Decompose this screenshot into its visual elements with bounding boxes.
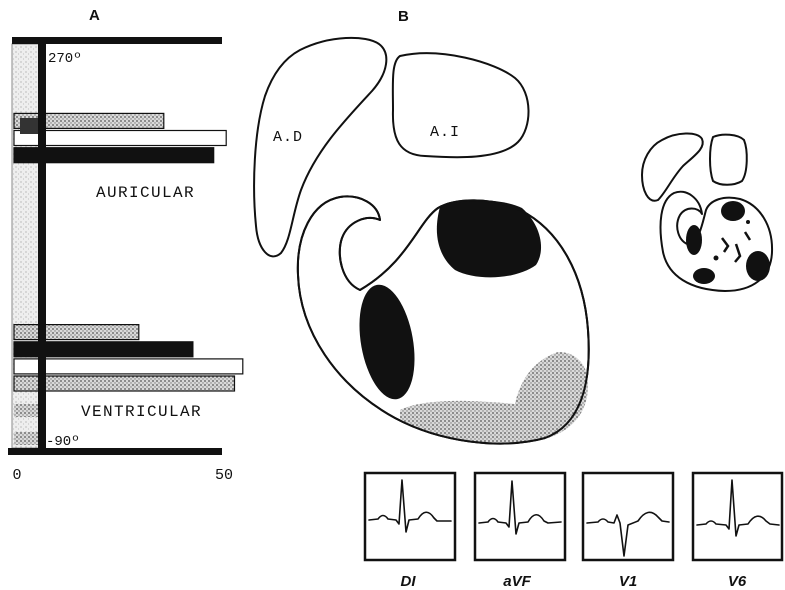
small-speckle bbox=[714, 256, 719, 261]
x-tick-label: 0 bbox=[12, 467, 21, 484]
bar-group2-3 bbox=[14, 359, 243, 374]
ecg-panel-2: aVF bbox=[475, 473, 565, 590]
bar-group2-4 bbox=[14, 376, 235, 391]
bar-group2-1 bbox=[14, 325, 139, 340]
column-mark bbox=[20, 118, 38, 134]
bar-series bbox=[14, 113, 243, 391]
small-heart-diagram bbox=[642, 133, 772, 291]
ecg-box bbox=[475, 473, 565, 560]
chamber-label-ad: A.D bbox=[273, 129, 303, 146]
ecg-lead-label: V6 bbox=[728, 573, 747, 590]
ecg-box bbox=[365, 473, 455, 560]
ecg-panel-4: V6 bbox=[693, 473, 782, 590]
group-label-auricular: AURICULAR bbox=[96, 184, 195, 202]
panel-a: A 270º -90º AURICULAR VENTRICULAR 0 50 bbox=[8, 7, 243, 484]
ecg-panel-1: DI bbox=[365, 473, 455, 590]
column-mark bbox=[14, 432, 38, 445]
ecg-lead-label: aVF bbox=[503, 573, 531, 590]
vertical-axis-line bbox=[38, 37, 46, 455]
y-axis-top-label: 270º bbox=[48, 51, 82, 67]
small-speckle bbox=[746, 220, 750, 224]
small-shaded-area bbox=[693, 268, 715, 284]
small-shaded-area bbox=[746, 251, 770, 281]
chamber-outline-ai bbox=[393, 53, 529, 157]
y-axis-bottom-label: -90º bbox=[46, 434, 80, 450]
ecg-box bbox=[583, 473, 673, 560]
ecg-box bbox=[693, 473, 782, 560]
panel-b-label: B bbox=[398, 8, 409, 25]
chamber-label-ai: A.I bbox=[430, 124, 460, 141]
bottom-axis-line bbox=[8, 448, 222, 455]
group-label-ventricular: VENTRICULAR bbox=[81, 403, 202, 421]
small-chamber-ai bbox=[710, 135, 747, 185]
ecg-panel-3: V1 bbox=[583, 473, 673, 590]
small-shaded-area bbox=[721, 201, 745, 221]
column-mark bbox=[14, 404, 38, 417]
small-shaded-area bbox=[686, 225, 702, 255]
ecg-lead-label: V1 bbox=[619, 573, 637, 590]
panel-b: B A.D A.I DI bbox=[254, 8, 782, 590]
small-chamber-ad bbox=[642, 133, 703, 200]
ecg-lead-label: DI bbox=[401, 573, 417, 590]
x-tick-label: 50 bbox=[215, 467, 233, 484]
panel-a-label: A bbox=[89, 7, 100, 24]
